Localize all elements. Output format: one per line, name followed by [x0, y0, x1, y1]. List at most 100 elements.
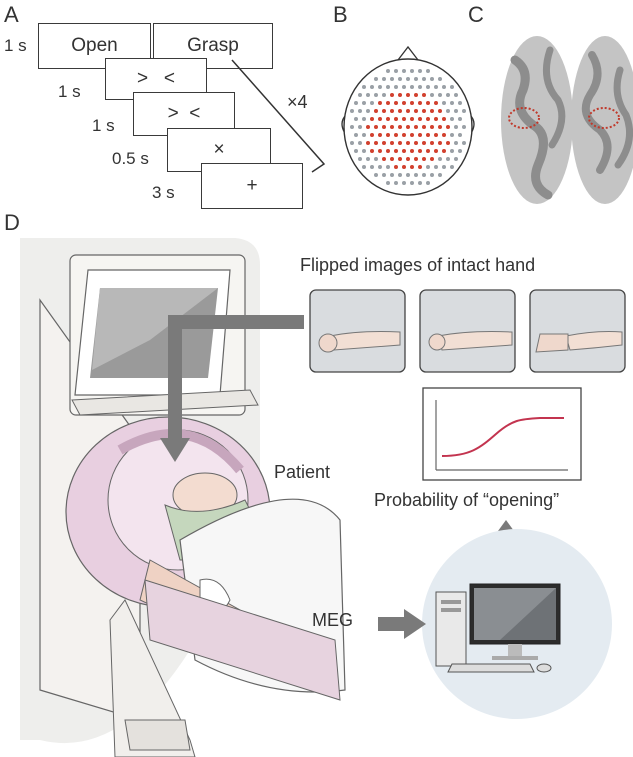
sensor-dot: [442, 101, 446, 105]
sensor-dot: [450, 117, 454, 121]
sensor-dot-active: [410, 133, 414, 137]
sensor-dot: [374, 173, 378, 177]
sensor-dot: [410, 181, 414, 185]
sensor-dot-active: [386, 117, 390, 121]
sensor-dot-active: [390, 157, 394, 161]
sensor-dot: [426, 85, 430, 89]
hand-image-1: [309, 289, 406, 373]
sensor-dot: [354, 117, 358, 121]
sensor-dot-active: [430, 109, 434, 113]
sensor-dot-active: [422, 157, 426, 161]
sensor-dot-active: [370, 149, 374, 153]
sensor-dot-active: [438, 109, 442, 113]
sensor-dot: [386, 165, 390, 169]
sensor-dot-active: [366, 141, 370, 145]
sensor-dot-active: [366, 125, 370, 129]
sensor-dot: [418, 181, 422, 185]
sensor-dot-active: [426, 101, 430, 105]
sensor-dot-active: [434, 149, 438, 153]
sensor-dot: [426, 69, 430, 73]
sensor-dot: [426, 165, 430, 169]
sensor-dot: [454, 157, 458, 161]
sensor-dot: [366, 157, 370, 161]
sensor-dot-active: [386, 149, 390, 153]
sensor-dot-active: [402, 101, 406, 105]
fixation-box-plus: +: [201, 163, 303, 209]
sensor-dot-active: [382, 109, 386, 113]
panel-label-b: B: [333, 2, 348, 27]
sensor-dot: [362, 165, 366, 169]
sensor-dot-active: [398, 93, 402, 97]
sensor-dot: [422, 173, 426, 177]
sensor-dot: [446, 93, 450, 97]
fixation-x-text: ×: [213, 139, 225, 160]
timing-label-3: 1 s: [92, 116, 115, 135]
sensor-dot: [362, 85, 366, 89]
sensor-dot-active: [426, 133, 430, 137]
timing-label-2: 1 s: [58, 82, 81, 101]
sensor-dot-active: [406, 93, 410, 97]
sensor-dot-active: [414, 109, 418, 113]
sensor-dot-active: [386, 101, 390, 105]
sensor-dot-active: [414, 93, 418, 97]
sensor-dot-active: [430, 125, 434, 129]
sensor-dot: [414, 77, 418, 81]
sensor-dot-active: [390, 141, 394, 145]
sensor-dot: [402, 69, 406, 73]
sensor-dot-active: [442, 117, 446, 121]
sensor-dot-active: [394, 117, 398, 121]
sensor-dot: [438, 93, 442, 97]
sensor-dot-active: [442, 133, 446, 137]
sensor-dot-active: [406, 125, 410, 129]
sensor-dot: [382, 93, 386, 97]
sensor-dot: [410, 69, 414, 73]
sensor-dot: [394, 69, 398, 73]
sensor-dot-active: [398, 157, 402, 161]
sensor-dot: [458, 117, 462, 121]
sensor-dot: [374, 157, 378, 161]
sensor-dot-active: [410, 117, 414, 121]
sensor-dot-active: [426, 117, 430, 121]
sensor-dot: [446, 157, 450, 161]
probability-label: Probability of “opening”: [374, 490, 560, 510]
sensor-dot-active: [378, 133, 382, 137]
sensor-dots: [350, 69, 466, 185]
sensor-dot-active: [374, 125, 378, 129]
sensor-dot-active: [434, 117, 438, 121]
sensor-dot: [394, 181, 398, 185]
sensor-dot: [358, 125, 362, 129]
sensor-dot: [362, 149, 366, 153]
stimulus-text-2: > <: [167, 103, 201, 124]
sensor-dot-active: [394, 149, 398, 153]
plot-frame: [422, 387, 582, 481]
sensor-dot-active: [418, 133, 422, 137]
sensor-dot: [438, 157, 442, 161]
panel-label-c: C: [468, 2, 484, 27]
sensor-dot-active: [434, 101, 438, 105]
sensor-dot: [454, 125, 458, 129]
sensor-dot-active: [398, 125, 402, 129]
sensor-dot: [406, 173, 410, 177]
sensor-dot-active: [418, 149, 422, 153]
sensor-dot: [370, 165, 374, 169]
sensor-dot-active: [422, 93, 426, 97]
sensor-dot: [414, 173, 418, 177]
sensor-dot: [362, 101, 366, 105]
sensor-dot-active: [422, 141, 426, 145]
timing-label-5: 3 s: [152, 183, 175, 202]
sensor-dot: [398, 77, 402, 81]
sensor-dot-active: [390, 93, 394, 97]
sensor-dot: [394, 85, 398, 89]
sensor-dot-active: [426, 149, 430, 153]
sensor-dot-active: [406, 141, 410, 145]
sensor-dot: [358, 109, 362, 113]
sensor-dot: [450, 165, 454, 169]
sensor-dot-active: [390, 125, 394, 129]
sensor-dot-active: [394, 133, 398, 137]
sensor-dot-active: [394, 101, 398, 105]
sensor-dot-active: [406, 109, 410, 113]
sensor-dot-active: [414, 157, 418, 161]
sensor-dot-active: [418, 101, 422, 105]
